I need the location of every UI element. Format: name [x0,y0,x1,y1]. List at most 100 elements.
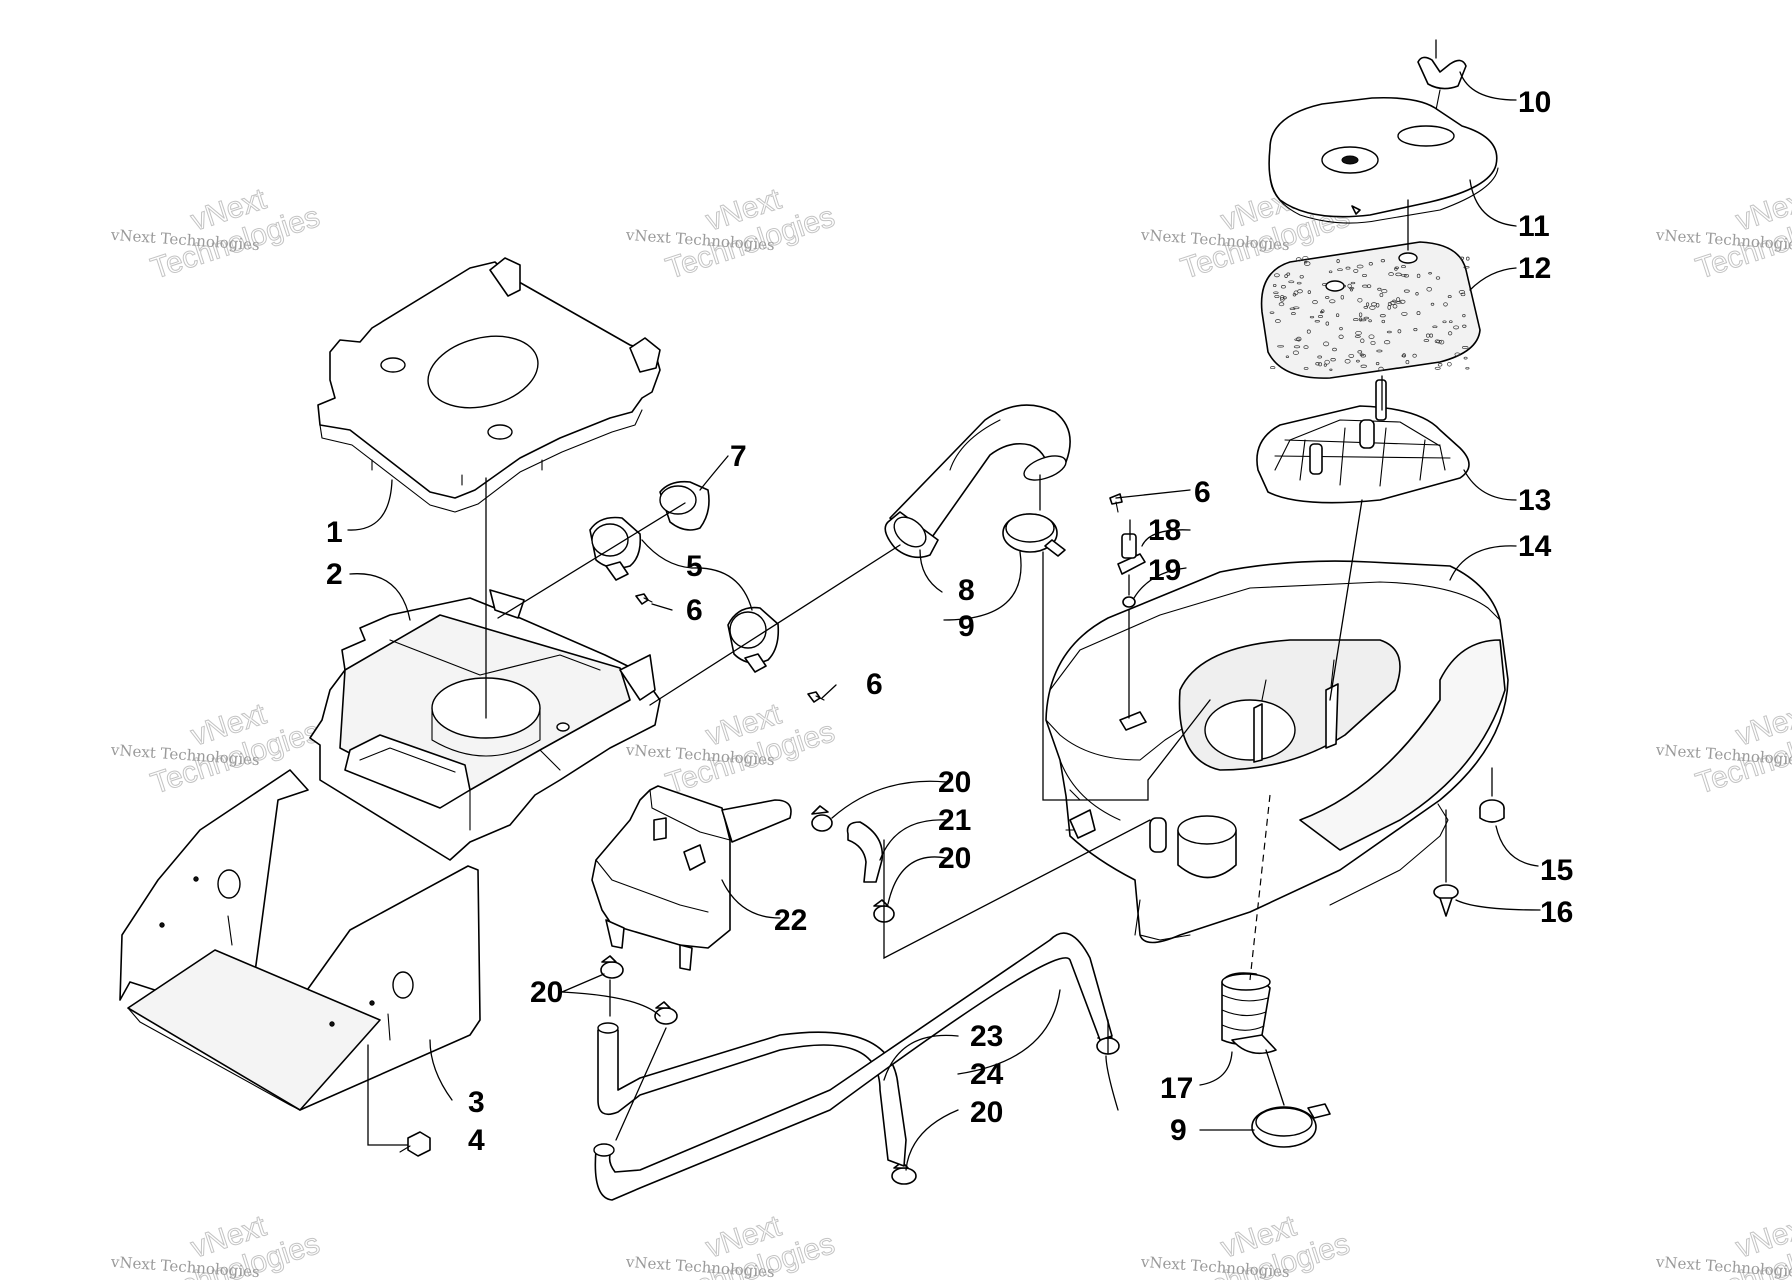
foam-pore [1293,345,1301,349]
foam-pore [1434,366,1441,370]
foam-pore [1405,360,1410,365]
foam-pore [1461,346,1469,349]
foam-pore [1463,266,1470,269]
callout-6-lower-clamp: 6 [686,594,703,627]
part-21-elbow-hose [846,821,884,883]
foam-pore [1353,268,1359,273]
foam-pore [1465,366,1470,370]
foam-pore [1317,315,1324,318]
foam-pore [1381,319,1386,324]
part-12-foam-filter [1260,241,1481,379]
foam-pore [1274,294,1280,299]
callout-24: 24 [970,1058,1004,1091]
callout-20-middle: 20 [938,842,971,875]
foam-pore [1312,300,1318,305]
foam-pore [1289,307,1296,311]
foam-pore [1302,255,1309,261]
foam-pore [1323,341,1330,347]
foam-pore [1356,359,1360,363]
part-3-heat-shield [119,769,481,1111]
foam-pore [1392,304,1398,309]
foam-pore [1412,353,1417,358]
foam-pore [1379,292,1384,298]
foam-pore [1349,288,1354,292]
foam-pore [1388,272,1394,277]
foam-pore [1371,302,1377,307]
callout-4: 4 [468,1124,485,1157]
callout-3: 3 [468,1086,485,1119]
foam-pore [1375,362,1380,366]
foam-pore [1359,353,1365,357]
foam-pore [1459,256,1465,260]
foam-pore [1309,315,1315,319]
callout-9-upper: 9 [958,610,975,643]
callout-20-left: 20 [530,976,563,1009]
foam-pore [1462,324,1467,328]
foam-pore [1297,289,1303,294]
foam-pore [1401,265,1406,269]
part-5-clamp-lower [727,606,780,673]
part-24-vent-hose [593,932,1113,1201]
foam-pore [1303,261,1311,266]
part-5-clamp-upper [589,516,642,581]
foam-pore [1380,259,1386,263]
foam-texture [1269,255,1470,372]
foam-pore [1315,362,1320,366]
foam-pore [1292,350,1299,355]
assembly-lines [485,39,1493,1141]
foam-pore [1401,311,1408,316]
foam-pore [1277,344,1284,348]
callout-23: 23 [970,1020,1003,1053]
foam-pore [1435,276,1441,280]
foam-pore [1443,302,1448,307]
foam-pore [1447,361,1452,367]
foam-pore [1436,339,1442,344]
foam-pore [1291,312,1296,316]
foam-pore [1357,297,1363,303]
foam-pore [1360,364,1367,368]
foam-pore [1368,334,1375,339]
foam-pore [1366,302,1370,307]
foam-pore [1360,338,1365,344]
callout-18: 18 [1148,514,1181,547]
foam-pore [1353,318,1359,322]
foam-pore [1344,359,1351,364]
foam-pore [1458,290,1466,294]
callout-15: 15 [1540,854,1573,887]
foam-pore [1350,281,1356,285]
callout-labels: 1 2 3 4 5 6 6 6 7 8 9 9 10 11 12 13 14 1… [326,86,1573,1157]
foam-pore [1387,305,1391,310]
part-1-airbox-cover [317,257,661,513]
foam-pore [1280,285,1286,289]
foam-pore [1336,259,1340,264]
callout-7: 7 [730,440,747,473]
part-22-reservoir [591,785,792,971]
foam-pore [1354,335,1361,338]
foam-pore [1284,274,1288,278]
foam-pore [1415,292,1419,296]
part-2-airbox-base [309,589,661,861]
foam-pore [1339,326,1343,331]
foam-pore [1319,310,1324,314]
foam-pore [1416,273,1421,279]
foam-pore [1379,314,1386,318]
foam-pore [1314,320,1320,323]
foam-pore [1386,330,1392,334]
foam-pore [1272,283,1277,288]
foam-pore [1453,325,1460,330]
foam-pore [1449,320,1453,324]
foam-pore [1366,284,1372,288]
callout-22: 22 [774,904,807,937]
foam-pore [1357,350,1363,354]
foam-pore [1460,292,1466,297]
foam-pore [1413,328,1418,332]
foam-pore [1286,272,1291,276]
foam-pore [1466,256,1470,261]
foam-pore [1270,366,1276,370]
callout-11: 11 [1518,210,1550,243]
foam-pore [1285,355,1290,358]
foam-pore [1368,319,1372,323]
callout-6-bracket-screw: 6 [1194,476,1211,509]
